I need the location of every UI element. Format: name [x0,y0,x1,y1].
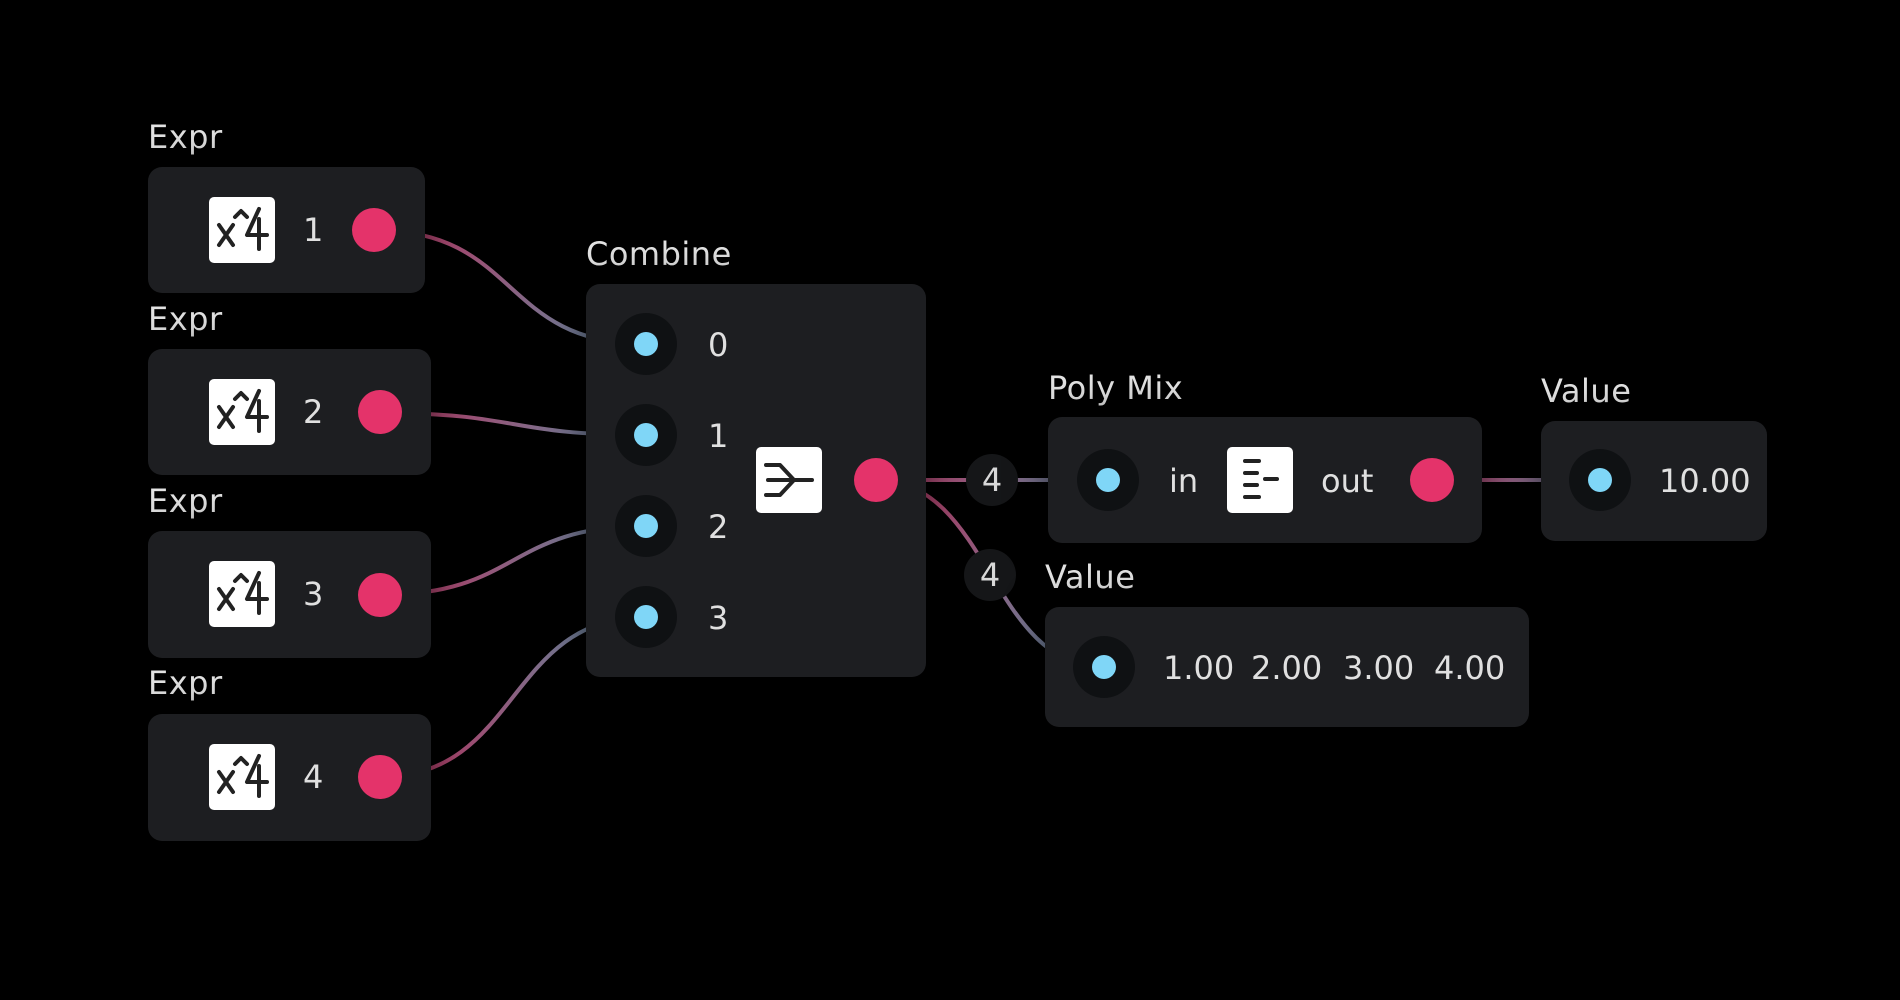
expr-output-port[interactable] [358,390,402,434]
x-power-icon [209,744,275,810]
poly-mix-node[interactable]: in out [1048,417,1482,543]
value-list-node[interactable]: 1.00 2.00 3.00 4.00 [1045,607,1529,727]
expr-output-port[interactable] [358,755,402,799]
combine-input-label: 3 [708,599,729,637]
expr-node[interactable]: 2 [148,349,431,475]
expr-value: 4 [303,758,324,796]
value-list-node-title: Value [1045,558,1136,596]
x-power-icon [209,379,275,445]
edge-count-badge: 4 [964,549,1016,601]
expr-node-title: Expr [148,118,223,156]
expr-node-title: Expr [148,300,223,338]
value-input-port[interactable] [1569,449,1631,511]
expr-value: 2 [303,393,324,431]
value-list-item: 2.00 [1251,649,1323,687]
combine-input-port-0[interactable] [615,313,677,375]
poly-mix-output-port[interactable] [1410,458,1454,502]
expr-value: 3 [303,575,324,613]
edge-count-badge: 4 [966,454,1018,506]
expr-node[interactable]: 1 [148,167,425,293]
combine-input-label: 2 [708,508,729,546]
value-list-item: 3.00 [1343,649,1415,687]
poly-mix-input-port[interactable] [1077,449,1139,511]
expr-node[interactable]: 4 [148,714,431,841]
expr-value: 1 [303,211,324,249]
expr-output-port[interactable] [352,208,396,252]
value-list-item: 4.00 [1434,649,1506,687]
combine-input-port-1[interactable] [615,404,677,466]
expr-node[interactable]: 3 [148,531,431,658]
x-power-icon [209,197,275,263]
combine-input-port-2[interactable] [615,495,677,557]
value-list-input-port[interactable] [1073,636,1135,698]
combine-input-label: 1 [708,417,729,455]
combine-input-port-3[interactable] [615,586,677,648]
combine-node-title: Combine [586,235,732,273]
combine-input-label: 0 [708,326,729,364]
expr-output-port[interactable] [358,573,402,617]
poly-mix-out-label: out [1321,462,1374,500]
value-display: 10.00 [1659,462,1751,500]
value-node-title: Value [1541,372,1632,410]
value-node[interactable]: 10.00 [1541,421,1767,541]
merge-icon [756,447,822,513]
list-icon [1227,447,1293,513]
expr-node-title: Expr [148,482,223,520]
poly-mix-in-label: in [1169,462,1199,500]
x-power-icon [209,561,275,627]
value-list-item: 1.00 [1163,649,1235,687]
combine-output-port[interactable] [854,458,898,502]
combine-node[interactable]: 0 1 2 3 [586,284,926,677]
poly-mix-node-title: Poly Mix [1048,369,1184,407]
expr-node-title: Expr [148,664,223,702]
